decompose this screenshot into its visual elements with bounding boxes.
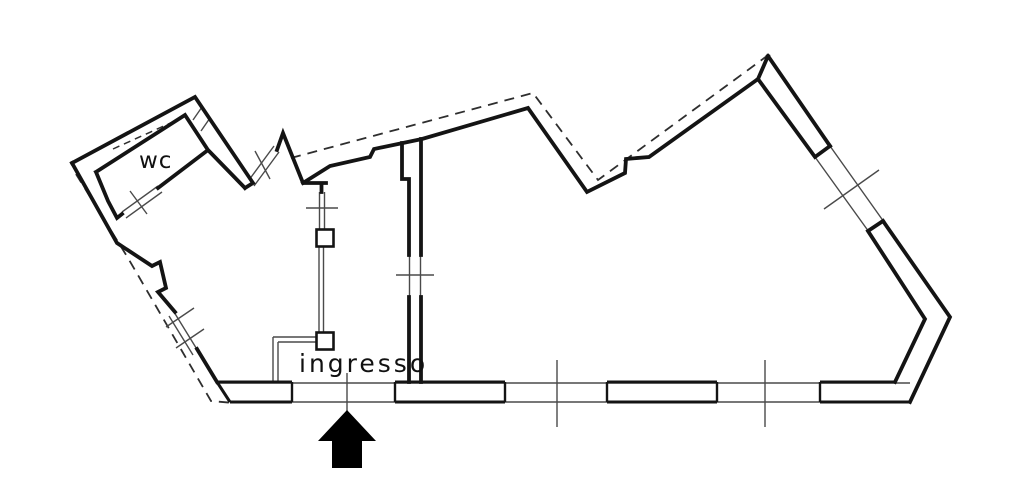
entrance-l-partition (272, 336, 316, 381)
wall-bottom-band-bottom (215, 381, 910, 404)
window-right-diagonal-faces (814, 145, 885, 233)
walls-group (69, 53, 953, 405)
entrance-upper-door-faces (318, 192, 326, 229)
wall-right-inner (755, 76, 928, 385)
wall-entrance-partition (400, 137, 423, 384)
window-tick-right (823, 169, 880, 210)
wall-valley-junction (274, 127, 328, 194)
wall-right-outer (765, 53, 953, 405)
corridor-window-faces (248, 145, 280, 187)
dashed-boundary-left (75, 173, 235, 404)
thin-lines-group (121, 106, 910, 427)
wall-bottom-band-jambs (290, 382, 822, 402)
entrance-arrow-icon (318, 410, 376, 468)
window-left-diagonal-faces (168, 311, 199, 356)
ingresso-label: ingresso (299, 349, 428, 378)
wall-top-zigzag (300, 53, 771, 195)
window-tick-left-1 (165, 307, 195, 328)
wall-wc-outer (69, 94, 256, 191)
wc-door-tick (129, 190, 148, 215)
wall-wc-inner (93, 112, 248, 221)
wall-left-boundary (69, 160, 220, 385)
wc-door-faces (121, 185, 163, 219)
corridor-window-tick (254, 150, 271, 180)
window-tick-left-2 (175, 328, 205, 349)
wc-label: wc (139, 148, 172, 174)
wc-ne-window (192, 106, 211, 132)
entrance-pillar-lower (315, 331, 335, 351)
entrance-partition-lines (318, 247, 325, 332)
dashed-boundary-top (290, 55, 768, 182)
entrance-pillar-upper (315, 228, 335, 248)
partition-door-faces (408, 255, 422, 297)
